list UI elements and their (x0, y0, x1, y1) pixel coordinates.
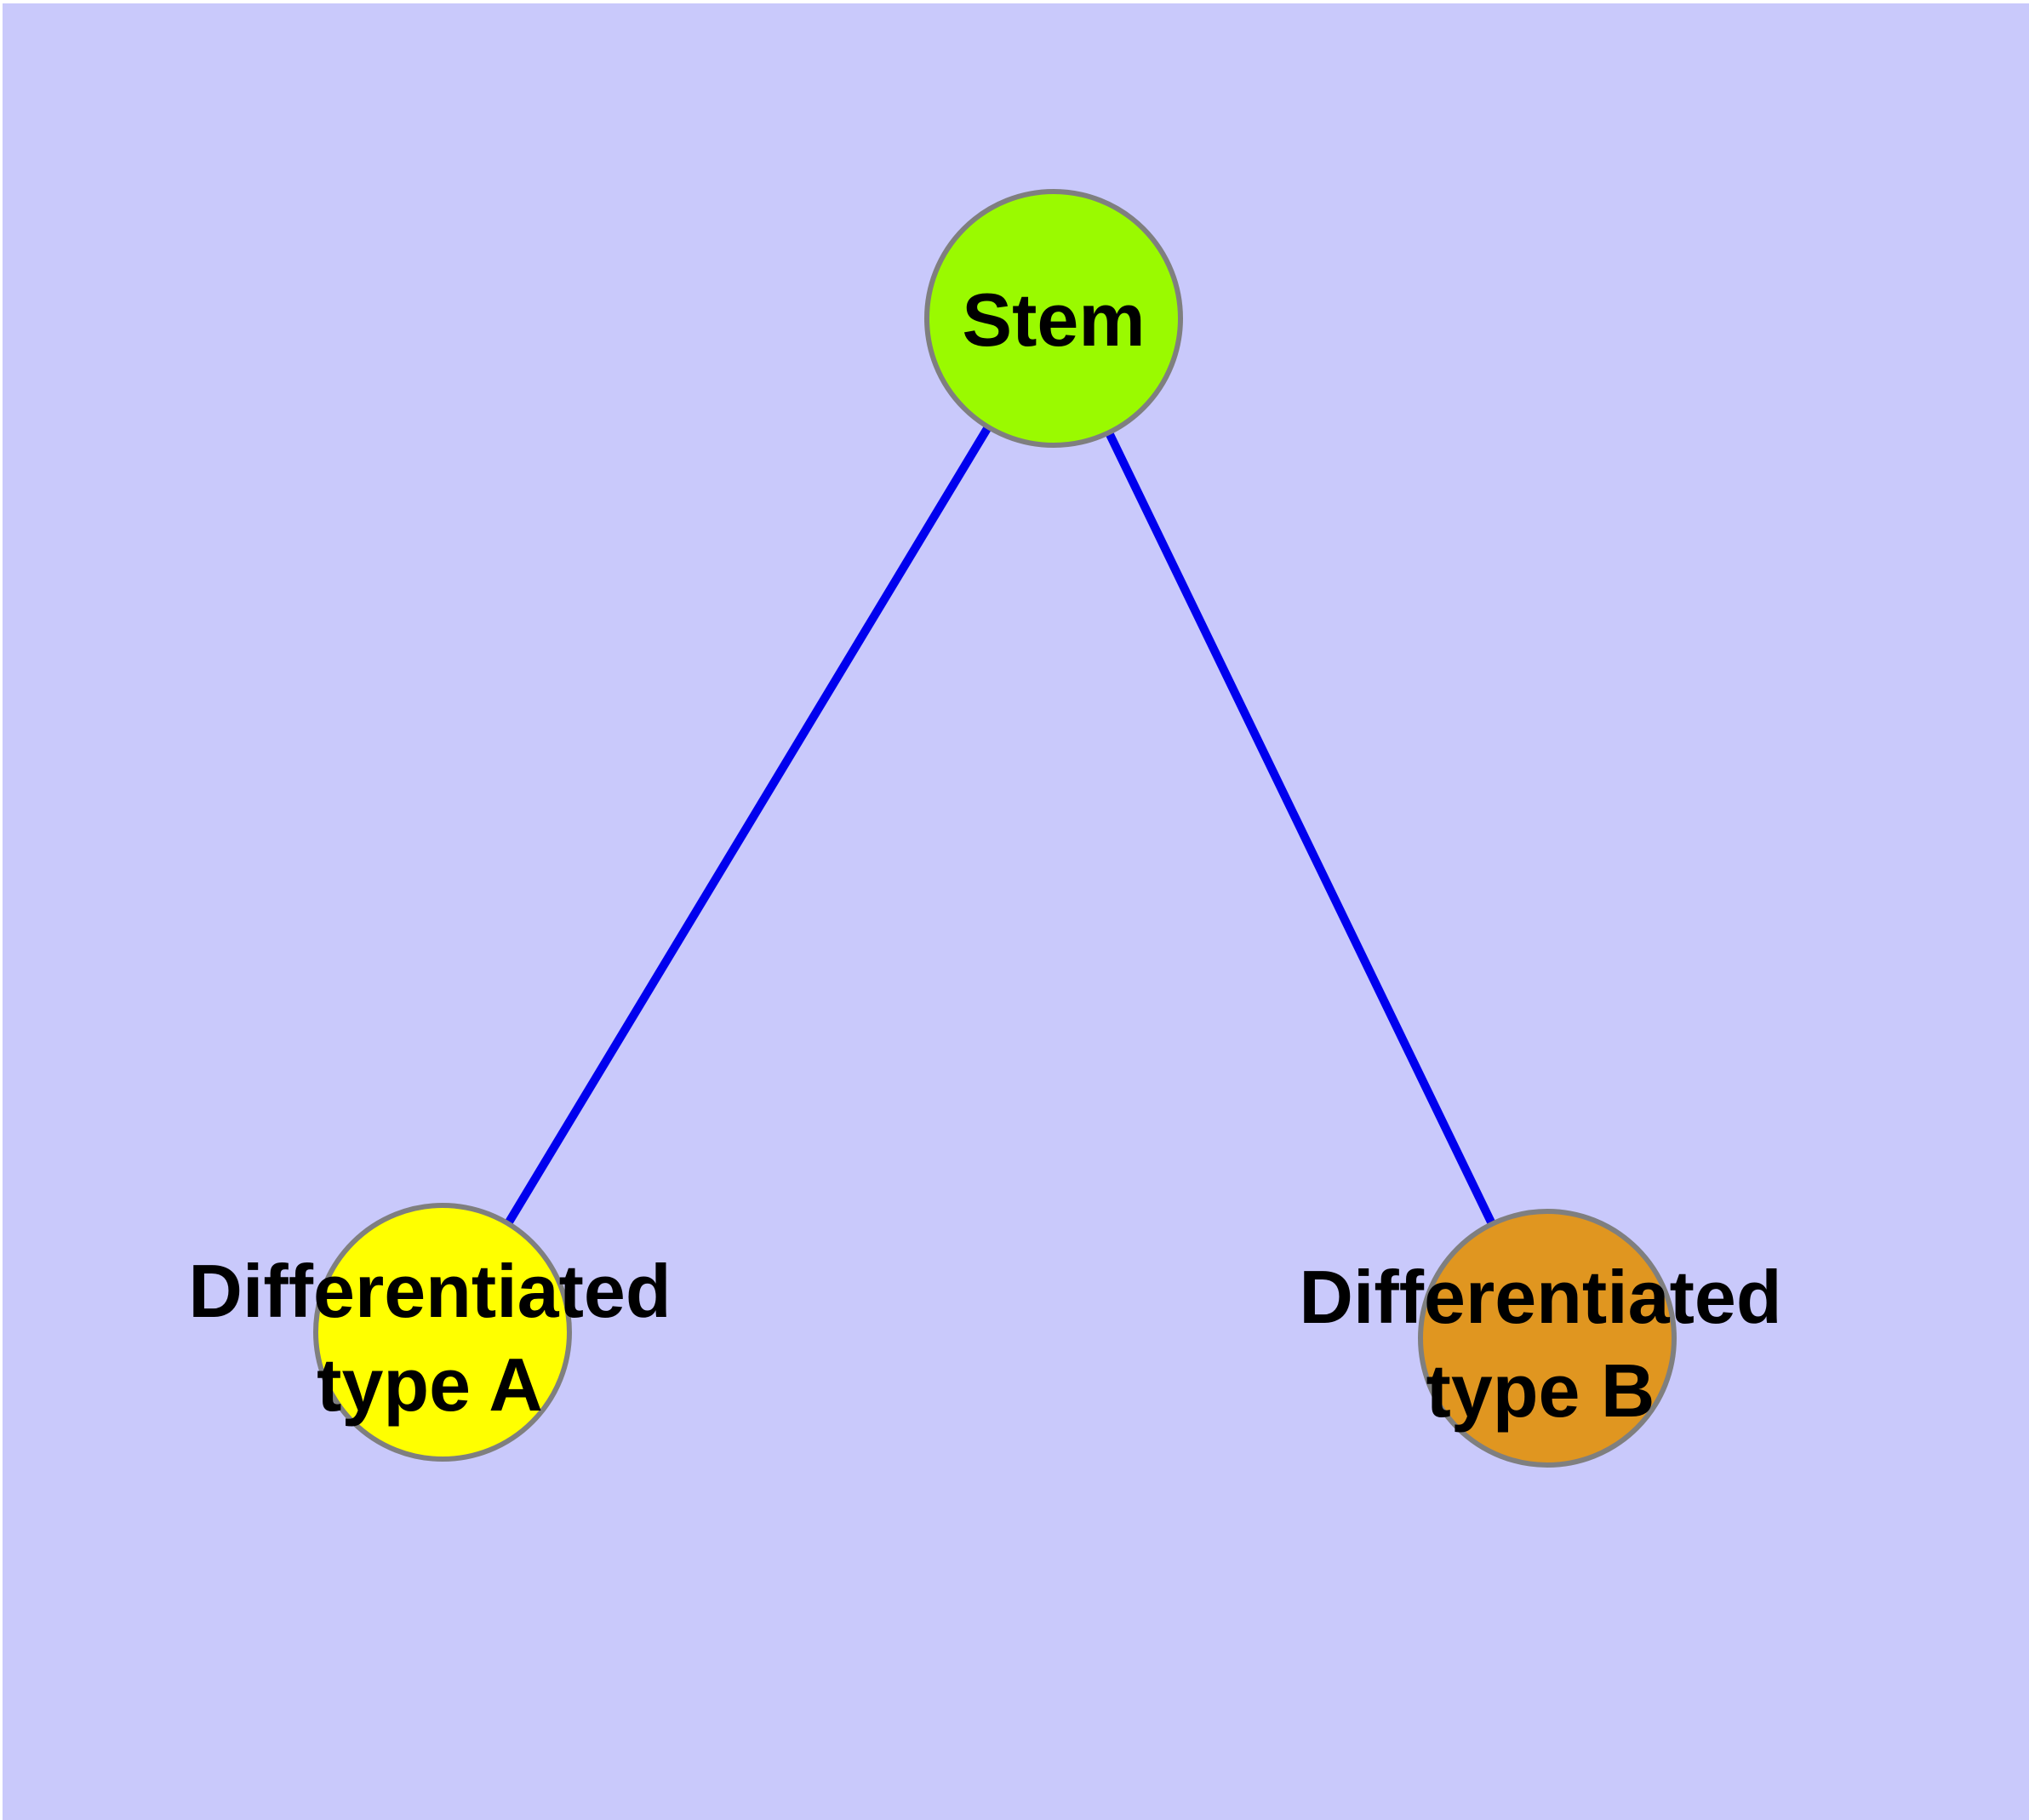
node-differentiated-type-a-label-line1: Differentiated (188, 1249, 671, 1333)
node-differentiated-type-b-label-line1: Differentiated (1299, 1255, 1781, 1339)
node-stem-label: Stem (962, 278, 1145, 362)
node-stem-circle[interactable] (924, 189, 1183, 448)
edge-stem-to-type-b[interactable] (1049, 316, 1552, 1341)
node-differentiated-type-a-label-line2: type A (317, 1342, 543, 1427)
node-differentiated-type-a[interactable]: Differentiated type A (188, 1203, 672, 1462)
node-differentiated-type-b[interactable]: Differentiated type B (1299, 1209, 1782, 1468)
node-differentiated-type-a-circle[interactable] (313, 1203, 572, 1462)
node-differentiated-type-b-label-line2: type B (1426, 1348, 1655, 1433)
edge-stem-to-type-a[interactable] (438, 316, 1058, 1335)
node-stem[interactable]: Stem (924, 189, 1183, 448)
node-differentiated-type-b-circle[interactable] (1418, 1209, 1677, 1468)
